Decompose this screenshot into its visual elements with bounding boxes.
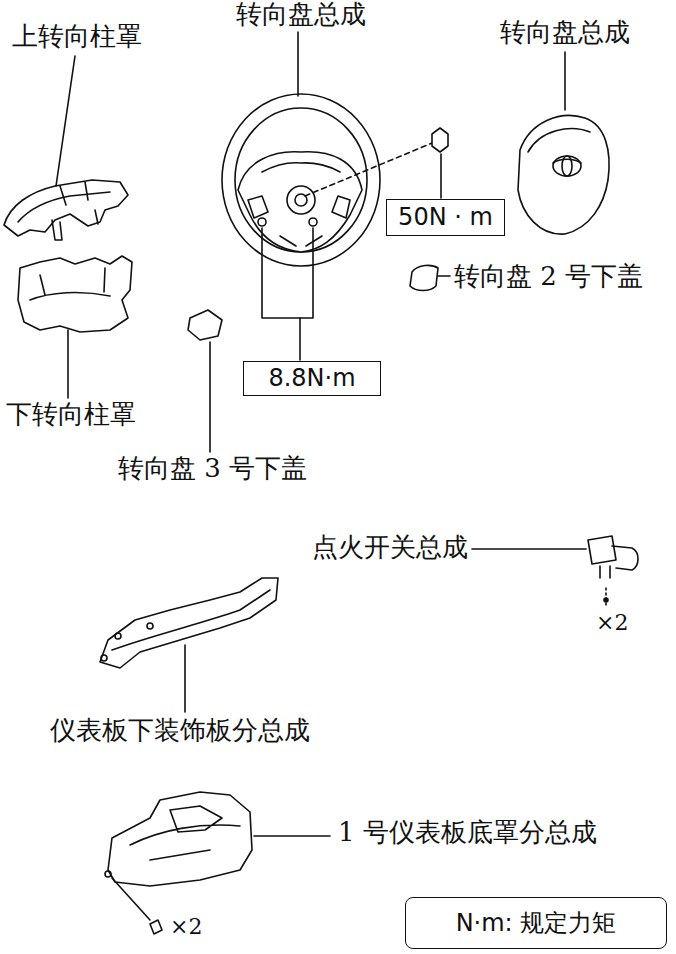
lower-trim-panel [100, 578, 278, 668]
legend-box: N·m: 规定力矩 [405, 897, 667, 949]
torque-box: 50N · m [386, 199, 505, 236]
leader-line [564, 52, 566, 110]
part-name: 点火开关总成 [312, 533, 468, 563]
leader-line [56, 56, 75, 186]
leader-line [472, 548, 586, 550]
quantity-note: ×2 [596, 610, 628, 635]
leader-line [297, 32, 299, 96]
cover-no3 [188, 310, 222, 340]
part-name: 上转向柱罩 [12, 22, 142, 52]
under-cover [105, 792, 252, 934]
part-name: 仪表板下装饰板分总成 [50, 716, 310, 746]
part-name: 转向盘总成 [236, 0, 366, 30]
nut [432, 128, 448, 152]
torque-box: 8.8N·m [243, 361, 381, 396]
upper-column-cover [4, 180, 128, 240]
leader-line [184, 645, 186, 712]
leader-line [440, 154, 442, 198]
leader-line [67, 330, 69, 398]
legend-text: N·m: 规定力矩 [456, 910, 617, 936]
part-name: 转向盘 3 号下盖 [118, 454, 307, 484]
torque-value: 50N · m [398, 204, 493, 230]
lower-column-cover [18, 256, 132, 332]
part-name: 转向盘总成 [500, 18, 630, 48]
cover-no2 [410, 265, 438, 290]
quantity-note: ×2 [170, 914, 202, 939]
ignition-switch [588, 536, 638, 606]
steering-wheel [222, 94, 380, 266]
dashed-axis [305, 143, 432, 196]
airbag-pad [518, 116, 609, 235]
part-name: 1 号仪表板底罩分总成 [338, 818, 597, 848]
leader-line [209, 342, 211, 452]
part-name: 下转向柱罩 [6, 400, 136, 430]
leader-line [254, 835, 330, 837]
bracket [262, 228, 313, 318]
torque-value: 8.8N·m [268, 365, 355, 391]
part-name: 转向盘 2 号下盖 [454, 262, 643, 292]
leader-line [299, 318, 301, 360]
leader-line [438, 275, 450, 277]
